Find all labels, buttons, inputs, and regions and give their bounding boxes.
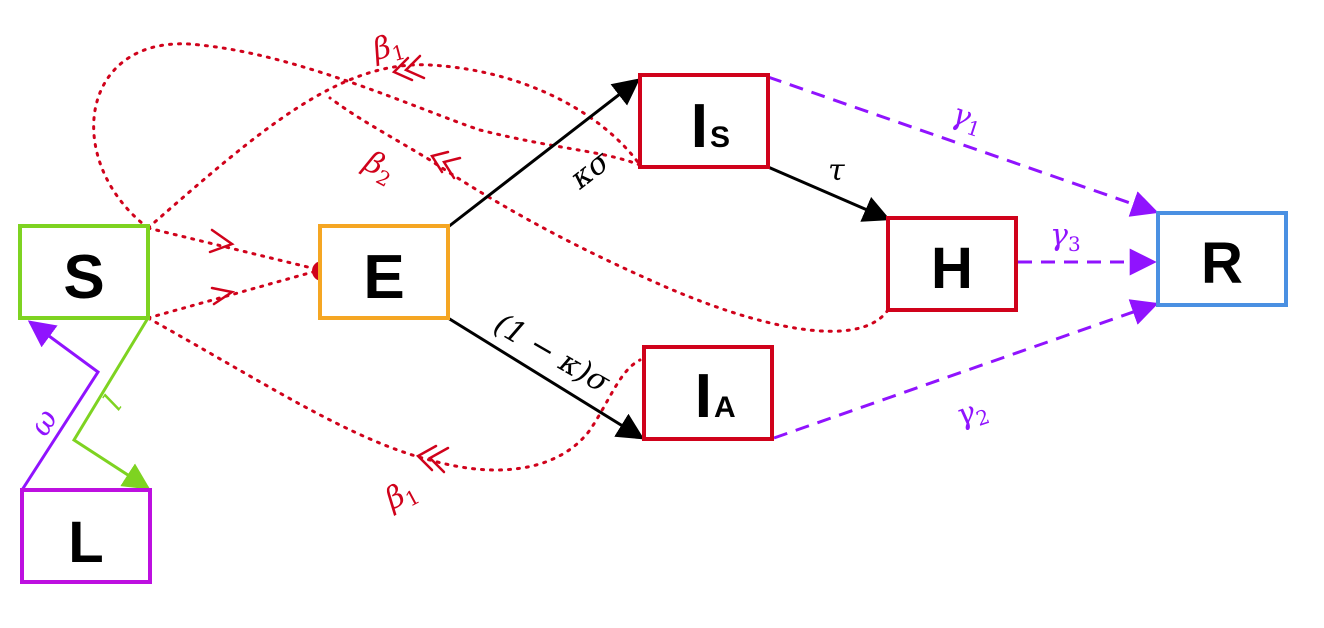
omega-label: ω xyxy=(23,403,66,442)
compartment-e: E xyxy=(318,224,450,320)
chevron-beta1-bottom-b xyxy=(427,446,450,474)
compartment-ia: I A xyxy=(642,345,774,441)
beta1-top-path xyxy=(146,63,642,230)
chevron-beta1-top-a xyxy=(391,56,414,82)
beta2-path xyxy=(328,96,890,333)
kappa-sigma-label: κσ xyxy=(563,143,618,197)
gamma2-label: γ2 xyxy=(952,391,993,437)
compartment-s: S xyxy=(18,224,150,320)
is-label: I xyxy=(691,92,708,161)
compartment-h: H xyxy=(886,216,1018,312)
h-label: H xyxy=(931,236,973,301)
chevron-beta1-top-b xyxy=(403,54,426,80)
e-to-ia-arrow xyxy=(447,316,645,440)
s-label: S xyxy=(63,243,104,312)
gamma3-label: γ3 xyxy=(1050,218,1081,256)
infection-paths xyxy=(92,42,890,472)
chevron-beta1-bottom-a xyxy=(415,444,438,472)
is-to-h-arrow xyxy=(767,165,891,222)
beta1-top-label: β1 xyxy=(368,26,408,71)
s-to-l-arrow xyxy=(71,317,151,490)
l-rate-label: l xyxy=(97,390,129,416)
chevron-se-lower xyxy=(210,286,236,306)
beta1-top-loop-path xyxy=(92,42,642,230)
compartment-is: I S xyxy=(638,73,770,169)
compartment-r: R xyxy=(1156,211,1288,307)
progression-arrows xyxy=(447,78,891,440)
chevron-beta2-a xyxy=(430,150,450,174)
compartment-l: L xyxy=(20,488,152,584)
beta1-bottom-path xyxy=(146,316,642,472)
gamma1-label: γ1 xyxy=(947,96,988,142)
l-to-s-omega-arrow xyxy=(20,320,101,491)
beta2-label: β2 xyxy=(356,144,401,192)
beta1-bottom-label: β1 xyxy=(378,472,423,520)
e-label: E xyxy=(363,243,404,312)
l-label: L xyxy=(68,510,103,575)
e-to-is-arrow xyxy=(447,78,641,229)
tau-label: τ xyxy=(828,153,845,188)
ia-label: I xyxy=(695,362,712,431)
infection-chevrons xyxy=(208,54,462,474)
is-sub-label: S xyxy=(710,121,730,154)
s-to-e-upper-path xyxy=(146,226,322,272)
chevron-beta2-b xyxy=(442,156,462,180)
chevron-se-upper xyxy=(208,228,235,254)
ia-sub-label: A xyxy=(714,391,736,424)
r-label: R xyxy=(1201,231,1243,296)
s-to-e-lower-path xyxy=(146,268,322,320)
